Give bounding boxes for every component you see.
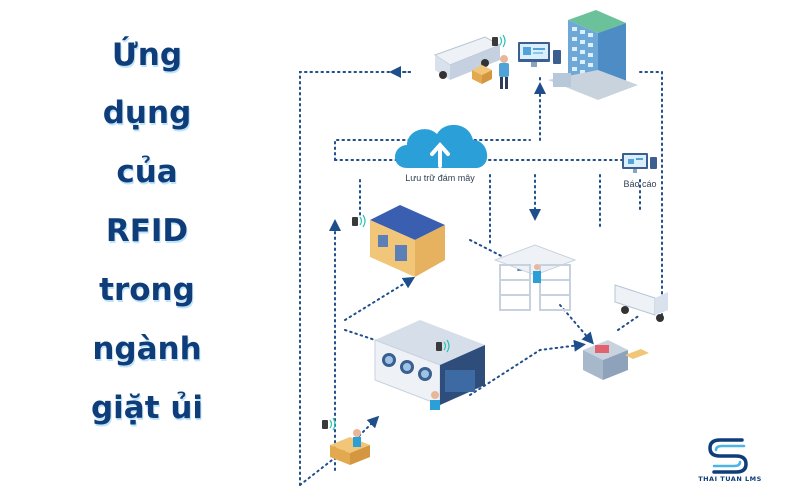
title-line: ngành — [92, 331, 202, 367]
flow-line-washers-to-scanner — [469, 339, 586, 396]
title-line: giặt ủi — [90, 390, 204, 426]
delivery-truck-icon — [614, 284, 668, 322]
report-monitor-icon — [622, 153, 657, 173]
title: Ứng dụng của RFID trong ngành giặt ủi — [62, 40, 232, 452]
rfid-scanner-icon — [436, 339, 450, 353]
title-line: RFID — [105, 213, 189, 249]
flow-line-right-outer — [639, 71, 663, 316]
worker-icon — [499, 55, 509, 89]
flow-lines — [299, 66, 663, 486]
boxes-icon — [472, 65, 492, 84]
title-line: trong — [99, 272, 195, 308]
flow-line-washers-to-rack — [344, 276, 416, 321]
rfid-scanner-icon — [322, 417, 336, 431]
cloud-label: Lưu trữ đám mây — [405, 173, 475, 183]
rfid-scanner-icon — [352, 214, 366, 228]
laundry-boxes-icon — [330, 429, 370, 465]
title-line: dụng — [102, 95, 192, 131]
rfid-reader-machine-icon — [583, 340, 649, 380]
title-line: của — [116, 154, 178, 190]
factory-building-icon — [370, 205, 445, 277]
flow-line-outer-left — [299, 71, 411, 486]
rfid-scanner-icon — [492, 34, 506, 48]
storage-rack-icon — [493, 244, 577, 311]
washing-machines-icon — [374, 320, 485, 410]
delivery-truck-icon — [433, 36, 502, 80]
office-building-icon — [548, 10, 638, 100]
report-label: Báo cáo — [623, 179, 656, 189]
logo-text: THAI TUAN LMS — [698, 475, 762, 483]
title-line: Ứng — [111, 37, 183, 73]
flow-line-scanner-to-truck — [617, 314, 641, 331]
cloud-icon — [395, 124, 488, 168]
thai-tuan-logo-icon — [708, 438, 748, 474]
computer-monitor-icon — [518, 42, 561, 67]
